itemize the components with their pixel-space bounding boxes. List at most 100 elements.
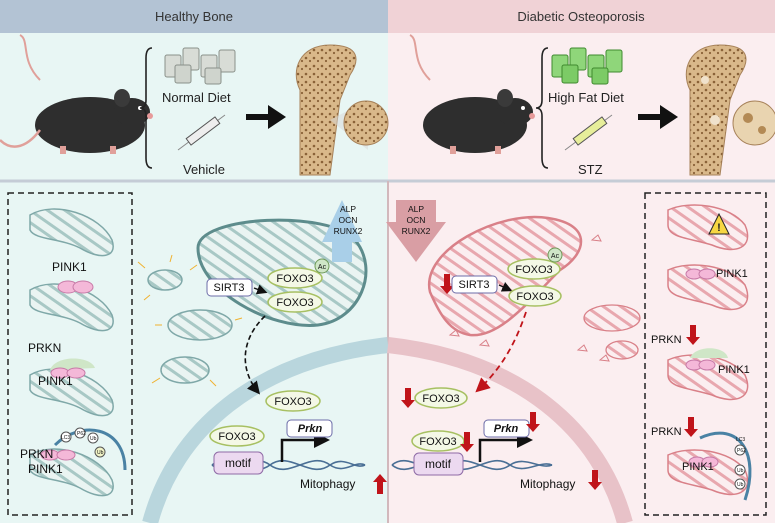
sirt3-to-foxo3-arrow-diabetic [498, 282, 513, 292]
normal-diet-label: Normal Diet [162, 90, 231, 105]
foxo3-label-healthy-4: FOXO3 [218, 431, 255, 443]
sirt3-box-diabetic [451, 275, 498, 294]
motif-box-diabetic [413, 452, 464, 476]
pink1-label-2: PINK1 [38, 374, 73, 388]
healthy-nucleus-envelope [142, 337, 389, 523]
motif-label-healthy: motif [225, 456, 252, 470]
prkn-label-2: PRKN [20, 447, 53, 461]
p62-label-r: P62 [737, 448, 746, 454]
high-fat-diet-pellets-icon [551, 47, 623, 85]
diabetic-nucleus-envelope [387, 337, 633, 523]
foxo3-ac-diabetic [507, 258, 561, 280]
healthy-markers-up-arrow [322, 200, 362, 262]
foxo3-dna-down-arrow-icon [460, 432, 474, 452]
mito-diabetic-4 [667, 431, 752, 501]
prkn-down-arrow-r1-icon [686, 325, 700, 345]
prkn-gene-box-healthy [286, 419, 333, 438]
small-diabetic-mito-cluster [583, 304, 641, 360]
foxo3-ac-healthy [267, 267, 323, 289]
marker-runx2-healthy: RUNX2 [334, 226, 363, 236]
foxo3-label-diabetic-4: FOXO3 [419, 436, 456, 448]
prkn-label-r2: PRKN [651, 426, 682, 438]
vehicle-label: Vehicle [183, 162, 225, 177]
ac-label-healthy: Ac [318, 264, 327, 271]
marker-ocn-healthy: OCN [339, 215, 358, 225]
sirt3-box-healthy [206, 278, 253, 297]
diabetic-header-title: Diabetic Osteoporosis [517, 9, 645, 24]
diabetic-brace [535, 47, 549, 169]
sirt3-to-foxo3-arrow [253, 284, 268, 295]
ub-label-r1: Ub [737, 468, 744, 474]
normal-diet-pellets-icon [164, 47, 236, 85]
motif-label-diabetic: motif [425, 457, 452, 471]
diabetic-fragmented-mitochondrion [427, 215, 610, 362]
foxo3-translocation-arrow-healthy [244, 315, 266, 395]
marker-alp-diabetic: ALP [408, 204, 424, 214]
mito-healthy-1 [29, 208, 114, 257]
mito-healthy-2 [29, 280, 114, 332]
foxo3-label-healthy-3: FOXO3 [274, 396, 311, 408]
foxo3-label-healthy-2: FOXO3 [276, 297, 313, 309]
mito-diabetic-1 [667, 204, 749, 251]
mito-healthy-3 [29, 358, 114, 417]
healthy-mouse-icon [0, 34, 153, 154]
foxo3-healthy-dna [209, 425, 265, 447]
prkn-gene-label-healthy: Prkn [298, 423, 323, 435]
prkn-down-arrow-r2-icon [684, 417, 698, 437]
ac-badge-healthy [314, 258, 330, 274]
lc3-label-r: LC3 [736, 437, 745, 443]
motif-box-healthy [213, 451, 264, 475]
high-fat-diet-label: High Fat Diet [548, 90, 624, 105]
prkn-label-r1: PRKN [651, 334, 682, 346]
pink1-label-r2: PINK1 [718, 364, 750, 376]
diabetic-mitophagy-box [644, 192, 767, 516]
foxo3-label-diabetic-1: FOXO3 [515, 264, 552, 276]
foxo3-label-healthy-1: FOXO3 [276, 273, 313, 285]
marker-alp-healthy: ALP [340, 204, 356, 214]
foxo3-nucleus-down-arrow-icon [401, 388, 415, 408]
prkn-promoter-line-healthy [280, 438, 315, 462]
mitophagy-up-arrow-icon [373, 474, 387, 494]
healthy-header-bg [0, 0, 388, 33]
pink1-label-r1: PINK1 [716, 268, 748, 280]
stz-label: STZ [578, 162, 603, 177]
mito-diabetic-2 [667, 264, 749, 311]
diabetic-header-bg [388, 0, 775, 33]
foxo3-healthy-2 [267, 291, 323, 313]
foxo3-label-diabetic-3: FOXO3 [422, 393, 459, 405]
diabetic-markers-down-arrow [386, 200, 446, 262]
healthy-header-title: Healthy Bone [155, 9, 233, 24]
pink1-label-r3: PINK1 [682, 461, 714, 473]
lc3-label-1: LC3 [61, 435, 70, 441]
warning-glyph: ! [717, 222, 721, 234]
pink1-label-3: PINK1 [28, 462, 63, 476]
small-mito-cluster [137, 254, 243, 387]
mito-diabetic-3 [667, 348, 749, 401]
prkn-promoter-line-diabetic [478, 438, 518, 462]
healthy-brace [139, 47, 153, 169]
diabetic-mouse-icon [409, 34, 535, 154]
healthy-arrow-icon [268, 105, 286, 129]
p62-label-1: P62 [77, 431, 86, 437]
marker-ocn-diabetic: OCN [407, 215, 426, 225]
osteoporotic-bone-icon [685, 44, 775, 176]
prkn-gene-box-diabetic [483, 419, 530, 438]
ub-label-r2: Ub [737, 482, 744, 488]
ub-label-1: Ub [90, 436, 97, 442]
mito-healthy-4 [29, 427, 127, 497]
diabetic-arrow-icon [660, 105, 678, 129]
prkn-gene-down-arrow-icon [526, 412, 540, 432]
ac-badge-diabetic [547, 247, 563, 263]
stz-syringe-icon [564, 114, 613, 151]
foxo3-translocation-arrow-diabetic [475, 311, 527, 393]
marker-runx2-diabetic: RUNX2 [402, 226, 431, 236]
mitophagy-down-arrow-icon [588, 470, 602, 490]
healthy-bone-icon [295, 44, 389, 176]
pink1-label-1: PINK1 [52, 260, 87, 274]
foxo3-label-diabetic-2: FOXO3 [516, 291, 553, 303]
mitophagy-label-healthy: Mitophagy [300, 477, 355, 491]
prkn-label-1: PRKN [28, 341, 61, 355]
sirt3-down-arrow-icon [440, 274, 454, 294]
foxo3-diabetic-2 [508, 285, 562, 307]
prkn-gene-label-diabetic: Prkn [494, 423, 519, 435]
